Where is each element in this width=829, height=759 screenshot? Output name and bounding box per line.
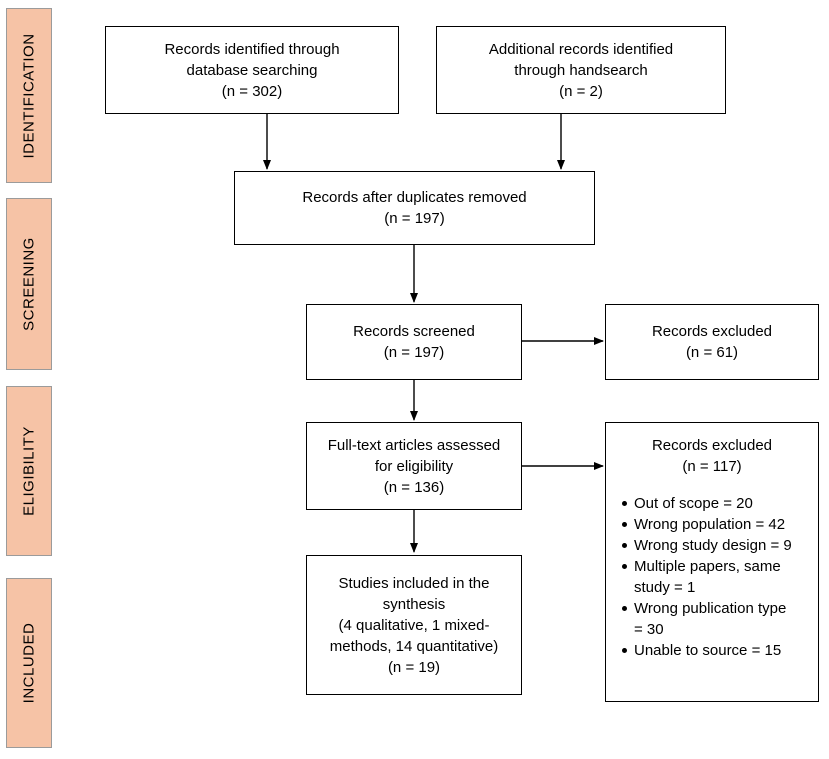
box-records-excluded-screening: Records excluded (n = 61) <box>605 304 819 380</box>
reason-item: Unable to source = 15 <box>622 640 818 661</box>
reason-item: Wrong publication type <box>622 598 818 619</box>
stage-included: INCLUDED <box>6 578 52 748</box>
reason-item-continuation: study = 1 <box>634 579 696 596</box>
box-handsearch: Additional records identified through ha… <box>436 26 726 114</box>
box-records-screened: Records screened (n = 197) <box>306 304 522 380</box>
box-fulltext-assessed: Full-text articles assessed for eligibil… <box>306 422 522 510</box>
reason-item: Out of scope = 20 <box>622 493 818 514</box>
box-studies-included: Studies included in the synthesis (4 qua… <box>306 555 522 695</box>
stage-identification: IDENTIFICATION <box>6 8 52 183</box>
reason-item-continuation: = 30 <box>634 621 664 638</box>
box-duplicates-removed: Records after duplicates removed (n = 19… <box>234 171 595 245</box>
exclusion-reasons-list: Out of scope = 20 Wrong population = 42 … <box>606 493 818 661</box>
reason-item: Wrong study design = 9 <box>622 535 818 556</box>
stage-eligibility: ELIGIBILITY <box>6 386 52 556</box>
box-database-search: Records identified through database sear… <box>105 26 399 114</box>
box-records-excluded-fulltext: Records excluded (n = 117) Out of scope … <box>605 422 819 702</box>
reason-item: Wrong population = 42 <box>622 514 818 535</box>
stage-screening: SCREENING <box>6 198 52 370</box>
reason-item: Multiple papers, same <box>622 556 818 577</box>
